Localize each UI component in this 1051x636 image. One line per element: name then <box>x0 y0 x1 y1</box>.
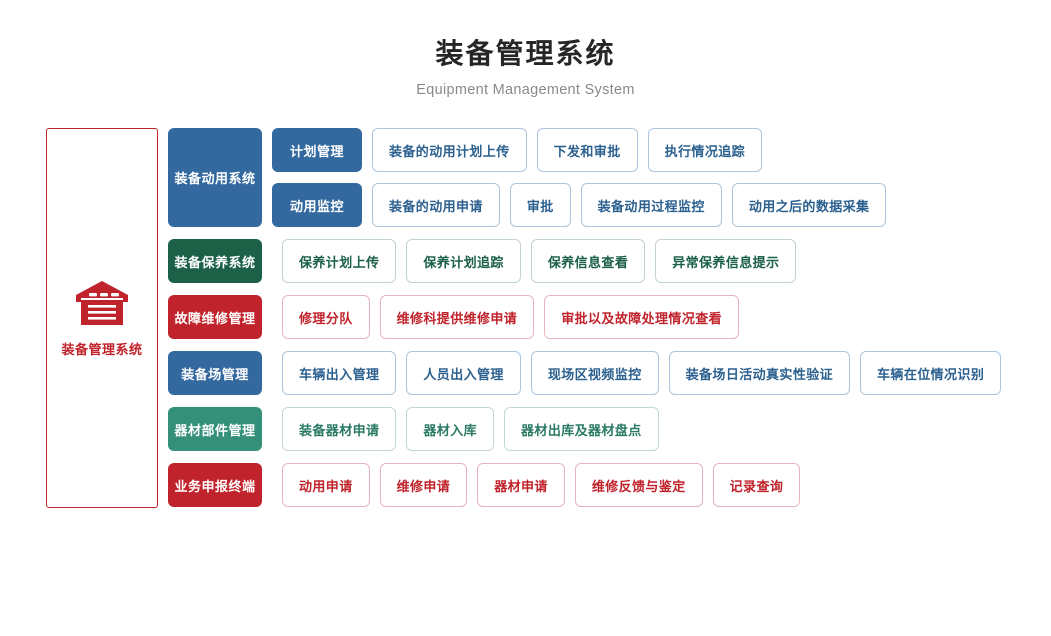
subgroup-0-1[interactable]: 动用监控 <box>272 183 362 227</box>
root-system-panel[interactable]: 装备管理系统 <box>46 128 158 508</box>
branch-line: 车辆出入管理人员出入管理现场区视频监控装备场日活动真实性验证车辆在位情况识别 <box>272 351 1002 395</box>
leaf-item-1-0-3[interactable]: 异常保养信息提示 <box>655 239 797 283</box>
subgroup-0-0[interactable]: 计划管理 <box>272 128 362 172</box>
leaf-item-0-0-0[interactable]: 装备的动用计划上传 <box>372 128 527 172</box>
leaf-item-2-0-0[interactable]: 修理分队 <box>282 295 370 339</box>
leaf-item-5-0-1[interactable]: 维修申请 <box>379 463 468 507</box>
leaf-item-2-0-1[interactable]: 维修科提供维修申请 <box>379 295 535 339</box>
leaf-item-3-0-0[interactable]: 车辆出入管理 <box>282 351 397 395</box>
leaf-item-3-0-1[interactable]: 人员出入管理 <box>406 351 521 395</box>
module-group-row: 故障维修管理修理分队维修科提供维修申请审批以及故障处理情况查看 <box>168 295 1001 339</box>
leaf-item-4-0-1[interactable]: 器材入库 <box>406 407 495 451</box>
system-module-diagram: 装备动用系统计划管理装备的动用计划上传下发和审批执行情况追踪动用监控装备的动用申… <box>168 128 1002 519</box>
module-group-row: 装备保养系统保养计划上传保养计划追踪保养信息查看异常保养信息提示 <box>168 239 1001 283</box>
leaf-item-1-0-0[interactable]: 保养计划上传 <box>282 239 397 283</box>
leaf-item-1-0-2[interactable]: 保养信息查看 <box>530 239 646 283</box>
group-branches: 计划管理装备的动用计划上传下发和审批执行情况追踪动用监控装备的动用申请审批装备动… <box>272 128 887 227</box>
group-branches: 车辆出入管理人员出入管理现场区视频监控装备场日活动真实性验证车辆在位情况识别 <box>272 351 1002 395</box>
group-branches: 保养计划上传保养计划追踪保养信息查看异常保养信息提示 <box>272 239 797 283</box>
leaf-item-2-0-2[interactable]: 审批以及故障处理情况查看 <box>544 295 740 339</box>
module-group-row: 装备场管理车辆出入管理人员出入管理现场区视频监控装备场日活动真实性验证车辆在位情… <box>168 351 1002 395</box>
leaf-item-5-0-2[interactable]: 器材申请 <box>477 463 565 507</box>
page-header: 装备管理系统 Equipment Management System <box>0 36 1051 100</box>
branch-line: 动用申请维修申请器材申请维修反馈与鉴定记录查询 <box>272 463 801 507</box>
leaf-item-3-0-3[interactable]: 装备场日活动真实性验证 <box>668 351 851 395</box>
leaf-item-0-1-0[interactable]: 装备的动用申请 <box>372 183 500 227</box>
leaf-item-4-0-2[interactable]: 器材出库及器材盘点 <box>504 407 659 451</box>
group-category-5[interactable]: 业务申报终端 <box>168 463 262 507</box>
leaf-item-5-0-3[interactable]: 维修反馈与鉴定 <box>574 463 703 507</box>
branch-line: 动用监控装备的动用申请审批装备动用过程监控动用之后的数据采集 <box>272 183 887 227</box>
group-branches: 修理分队维修科提供维修申请审批以及故障处理情况查看 <box>272 295 740 339</box>
leaf-item-5-0-0[interactable]: 动用申请 <box>282 463 370 507</box>
branch-line: 保养计划上传保养计划追踪保养信息查看异常保养信息提示 <box>272 239 797 283</box>
module-group-row: 装备动用系统计划管理装备的动用计划上传下发和审批执行情况追踪动用监控装备的动用申… <box>168 128 1001 227</box>
group-category-0[interactable]: 装备动用系统 <box>168 128 262 227</box>
root-system-label: 装备管理系统 <box>61 341 143 357</box>
leaf-item-0-1-1[interactable]: 审批 <box>509 183 571 227</box>
leaf-item-4-0-0[interactable]: 装备器材申请 <box>282 407 397 451</box>
branch-line: 装备器材申请器材入库器材出库及器材盘点 <box>272 407 659 451</box>
leaf-item-3-0-4[interactable]: 车辆在位情况识别 <box>860 351 1002 395</box>
leaf-item-0-1-3[interactable]: 动用之后的数据采集 <box>731 183 887 227</box>
group-branches: 动用申请维修申请器材申请维修反馈与鉴定记录查询 <box>272 463 801 507</box>
page-title: 装备管理系统 <box>435 38 616 69</box>
leaf-item-3-0-2[interactable]: 现场区视频监控 <box>530 351 659 395</box>
group-category-2[interactable]: 故障维修管理 <box>168 295 262 339</box>
warehouse-icon <box>74 279 130 332</box>
group-branches: 装备器材申请器材入库器材出库及器材盘点 <box>272 407 659 451</box>
module-group-row: 器材部件管理装备器材申请器材入库器材出库及器材盘点 <box>168 407 1001 451</box>
module-group-row: 业务申报终端动用申请维修申请器材申请维修反馈与鉴定记录查询 <box>168 463 1001 507</box>
group-category-3[interactable]: 装备场管理 <box>168 351 262 395</box>
leaf-item-0-1-2[interactable]: 装备动用过程监控 <box>580 183 722 227</box>
leaf-item-0-0-1[interactable]: 下发和审批 <box>536 128 638 172</box>
group-category-1[interactable]: 装备保养系统 <box>168 239 262 283</box>
group-category-4[interactable]: 器材部件管理 <box>168 407 262 451</box>
page-subtitle: Equipment Management System <box>416 82 635 98</box>
leaf-item-1-0-1[interactable]: 保养计划追踪 <box>406 239 521 283</box>
leaf-item-5-0-4[interactable]: 记录查询 <box>712 463 801 507</box>
branch-line: 修理分队维修科提供维修申请审批以及故障处理情况查看 <box>272 295 740 339</box>
leaf-item-0-0-2[interactable]: 执行情况追踪 <box>647 128 763 172</box>
branch-line: 计划管理装备的动用计划上传下发和审批执行情况追踪 <box>272 128 886 172</box>
